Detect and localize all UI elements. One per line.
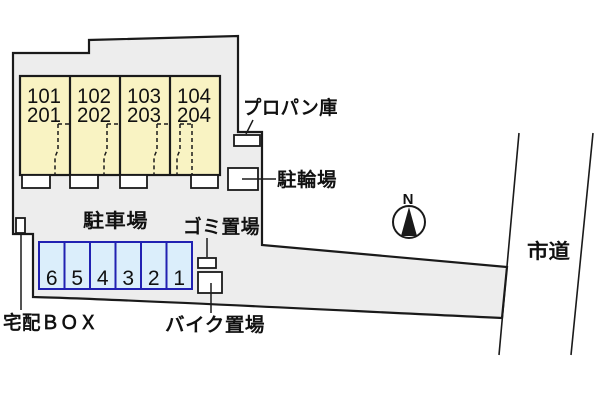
stairs-dashed-outline [176,123,193,175]
unit-lower-number: 201 [27,104,61,127]
unit-upper-number: 102 [77,85,111,108]
motorcycle-parking-label: バイク置場 [165,314,265,336]
compass-needle-icon [401,207,417,236]
entrance-porch [21,174,51,189]
garbage-label: ゴミ置場 [183,215,260,238]
parking-space-row: 6 5 4 3 2 1 [38,241,193,290]
bicycle-parking-label: 駐輪場 [277,168,337,191]
unit-label-103-203: 103 203 [127,85,161,127]
parking-space-number: 1 [173,267,185,290]
unit-lower-number: 204 [177,104,211,127]
entrance-porch [69,174,99,189]
unit-upper-number: 101 [27,85,61,108]
propane-leader-line [245,119,254,135]
delivery-box [15,217,26,234]
parking-space-number: 3 [122,267,134,290]
compass-n-label: N [403,191,414,208]
unit-lower-number: 203 [127,104,161,127]
parking-space-number: 2 [148,267,160,290]
parking-space-number: 4 [97,267,109,290]
building: 101 201 102 202 103 203 104 204 [18,74,222,189]
stairs-dashed-outline [153,123,169,175]
unit-lower-number: 202 [77,104,111,127]
garbage-box [197,257,217,269]
stairs-dashed-outline [103,123,119,175]
road-edge-left [498,132,520,356]
unit-upper-number: 104 [177,85,211,108]
delivery-box-label: 宅配ＢＯＸ [3,311,98,334]
motorcycle-parking-box [197,271,223,294]
entrance-porch [190,174,219,189]
entrance-porch [119,174,148,189]
road-edge-right [570,132,594,356]
parking-lot-label: 駐車場 [83,209,148,232]
propane-label: プロパン庫 [243,96,338,119]
compass: N [392,191,426,239]
unit-label-102-202: 102 202 [77,85,111,127]
propane-storage-box [233,134,261,147]
parking-space-number: 5 [71,267,83,290]
city-road-label: 市道 [527,239,570,263]
unit-label-104-204: 104 204 [177,85,211,127]
unit-upper-number: 103 [127,85,161,108]
stairs-dashed-outline [54,123,69,175]
parking-space-number: 6 [46,267,58,290]
unit-label-101-201: 101 201 [27,85,61,127]
